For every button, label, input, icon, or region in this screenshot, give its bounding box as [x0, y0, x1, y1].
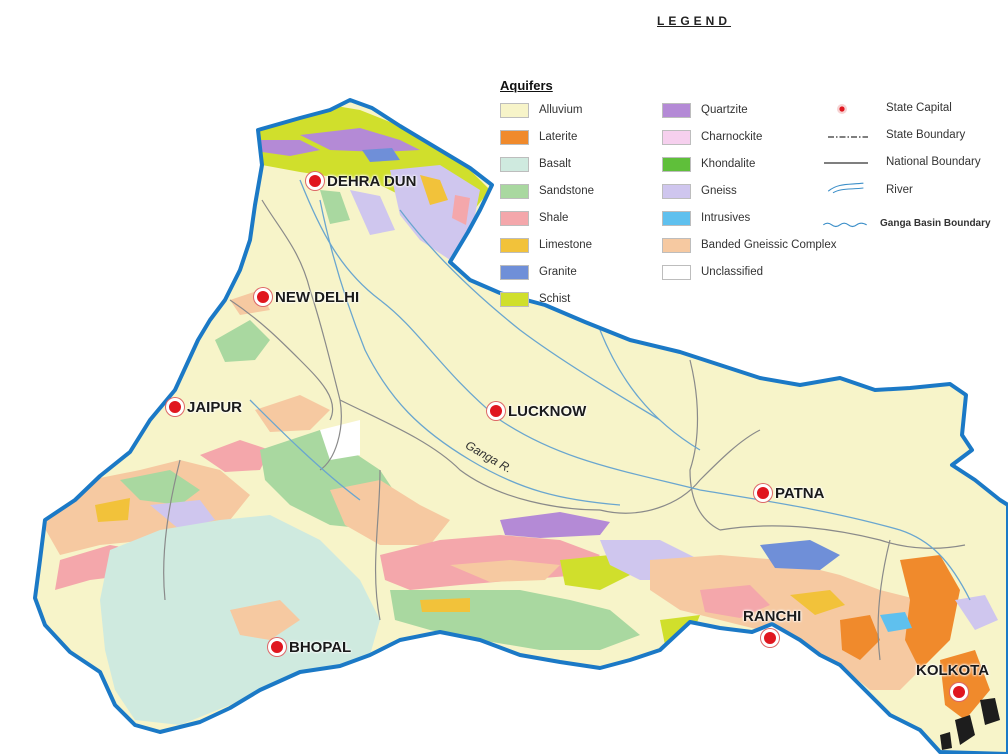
legend-item-unclassified: Unclassified: [662, 264, 763, 280]
legend-label: Gneiss: [701, 185, 737, 197]
legend-item-granite: Granite: [500, 264, 577, 280]
state-boundary-icon: [828, 136, 868, 138]
legend-label-river: River: [886, 184, 913, 196]
alluvium-swatch: [500, 102, 529, 118]
gneiss-swatch: [662, 183, 691, 199]
unclassified-swatch: [662, 264, 691, 280]
legend-label: Basalt: [539, 158, 571, 170]
quartzite-swatch: [662, 102, 691, 118]
legend-label: Banded Gneissic Complex: [701, 239, 837, 251]
city-label: RANCHI: [743, 608, 802, 625]
legend-item-khondalite: Khondalite: [662, 156, 755, 172]
legend-item-banded-gneissic-complex: Banded Gneissic Complex: [662, 237, 837, 253]
banded-gneissic-complex-swatch: [662, 237, 691, 253]
city-label: LUCKNOW: [508, 402, 587, 420]
granite-swatch: [500, 264, 529, 280]
aquifers-title: Aquifers: [500, 78, 553, 93]
state-capital-marker: [268, 638, 286, 656]
legend-label: Shale: [539, 212, 569, 224]
legend-label: Intrusives: [701, 212, 751, 224]
delta-islands: [940, 698, 1000, 750]
legend-item-intrusives: Intrusives: [662, 210, 750, 226]
basalt-swatch: [500, 156, 529, 172]
city-new-delhi: NEW DELHI: [254, 288, 359, 306]
city-bhopal: BHOPAL: [268, 638, 351, 656]
legend-item-charnockite: Charnockite: [662, 129, 762, 145]
city-label: DEHRA DUN: [327, 172, 417, 190]
legend-label: Sandstone: [539, 185, 594, 197]
schist-swatch: [500, 291, 529, 307]
city-jaipur: JAIPUR: [166, 398, 242, 416]
legend-item-alluvium: Alluvium: [500, 102, 582, 118]
legend-label: Limestone: [539, 239, 593, 251]
legend-item-shale: Shale: [500, 210, 568, 226]
legend-label-state-capital: State Capital: [886, 102, 952, 114]
city-label: JAIPUR: [187, 398, 243, 416]
legend-label: Schist: [539, 293, 571, 305]
legend-label: Unclassified: [701, 266, 763, 278]
city-kolkota: KOLKOTA: [916, 662, 989, 701]
legend-label: Khondalite: [701, 158, 756, 170]
legend-label: Laterite: [539, 131, 578, 143]
state-capital-marker: [166, 398, 184, 416]
legend-item-laterite: Laterite: [500, 129, 577, 145]
river-network: [249, 179, 971, 601]
legend-item-sandstone: Sandstone: [500, 183, 594, 199]
city-label: KOLKOTA: [916, 662, 990, 679]
river-icon: [827, 182, 864, 194]
city-lucknow: LUCKNOW: [487, 402, 586, 420]
legend-item-gneiss: Gneiss: [662, 183, 737, 199]
legend-item-schist: Schist: [500, 291, 570, 307]
state-capital-icon: [837, 104, 847, 114]
khondalite-swatch: [662, 156, 691, 172]
legend-title: LEGEND: [657, 14, 732, 28]
city-dehra-dun: DEHRA DUN: [306, 172, 416, 190]
legend-label: Charnockite: [701, 131, 763, 143]
state-boundaries: [163, 199, 966, 661]
state-capital-marker: [950, 683, 968, 701]
city-label: BHOPAL: [289, 638, 352, 656]
city-ranchi: RANCHI: [743, 608, 801, 647]
state-capital-marker: [761, 629, 779, 647]
legend-item-quartzite: Quartzite: [662, 102, 748, 118]
legend-label-state-boundary: State Boundary: [886, 129, 966, 141]
legend-label: Quartzite: [701, 104, 748, 116]
charnockite-swatch: [662, 129, 691, 145]
city-label: NEW DELHI: [275, 288, 360, 306]
legend-label: Granite: [539, 266, 577, 278]
legend-item-basalt: Basalt: [500, 156, 571, 172]
state-capital-marker: [754, 484, 772, 502]
legend-label-ganga-basin-boundary: Ganga Basin Boundary: [880, 218, 991, 229]
himalaya-geology: [250, 105, 490, 260]
sandstone-swatch: [500, 183, 529, 199]
laterite-swatch: [500, 129, 529, 145]
legend-label: Alluvium: [539, 104, 583, 116]
national-boundary-icon: [824, 162, 868, 164]
state-capital-marker: [306, 172, 324, 190]
intrusives-swatch: [662, 210, 691, 226]
state-capital-marker: [254, 288, 272, 306]
state-capital-marker: [487, 402, 505, 420]
limestone-swatch: [500, 237, 529, 253]
shale-swatch: [500, 210, 529, 226]
ganga-basin-boundary-icon: [822, 222, 867, 228]
legend-item-limestone: Limestone: [500, 237, 592, 253]
city-patna: PATNA: [754, 484, 824, 502]
legend-label-national-boundary: National Boundary: [886, 156, 981, 168]
city-label: PATNA: [775, 484, 825, 502]
